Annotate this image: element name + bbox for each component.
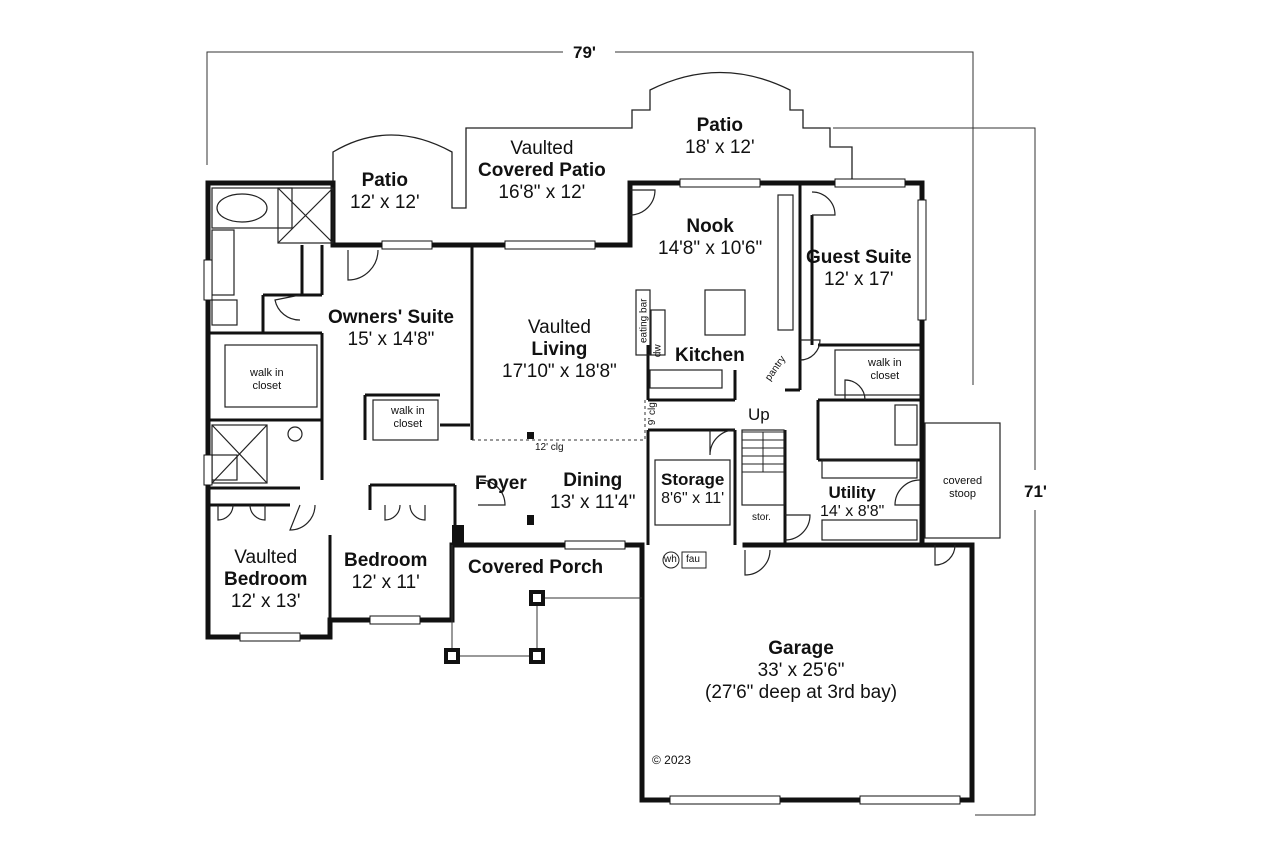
- room-owners-suite: Owners' Suite 15' x 14'8": [328, 307, 454, 350]
- note-stairs-up: Up: [748, 405, 770, 424]
- windows: [203, 178, 961, 805]
- room-patio-right: Patio 18' x 12': [685, 115, 755, 158]
- note-wh: wh: [664, 554, 677, 565]
- room-covered-porch: Covered Porch: [468, 557, 604, 578]
- room-foyer: Foyer: [475, 473, 527, 494]
- room-storage: Storage 8'6" x 11': [661, 470, 725, 507]
- room-guest-suite: Guest Suite 12' x 17': [806, 247, 912, 290]
- room-living: Vaulted Living 17'10" x 18'8": [502, 317, 617, 382]
- room-vaulted-bedroom: Vaulted Bedroom 12' x 13': [224, 547, 308, 612]
- note-stor: stor.: [752, 512, 771, 523]
- room-utility: Utility 14' x 8'8": [820, 483, 885, 520]
- copyright-text: © 2023: [652, 753, 691, 767]
- fixtures: [211, 187, 1001, 541]
- room-bedroom: Bedroom 12' x 11': [344, 550, 428, 593]
- note-ceiling-12: 12' clg: [535, 442, 564, 453]
- patio-outlines: [332, 71, 853, 245]
- interior-walls: [208, 183, 922, 637]
- note-eating-bar: eating bar: [638, 298, 650, 343]
- room-nook: Nook 14'8" x 10'6": [658, 216, 763, 259]
- note-dw: dw: [652, 344, 664, 358]
- mechanical: [662, 551, 707, 569]
- porch-columns: [444, 432, 642, 664]
- dimension-lines: [206, 51, 1036, 816]
- room-patio-left: Patio 12' x 12': [350, 170, 420, 213]
- room-garage: Garage 33' x 25'6" (27'6" deep at 3rd ba…: [705, 638, 898, 703]
- room-dining: Dining 13' x 11'4": [550, 470, 636, 513]
- depth-dimension: 71': [1024, 482, 1047, 501]
- stairs: [741, 431, 785, 473]
- width-dimension: 79': [573, 43, 596, 62]
- note-fau: fau: [686, 554, 700, 565]
- room-covered-patio: Vaulted Covered Patio 16'8" x 12': [478, 138, 606, 203]
- room-kitchen: Kitchen: [675, 345, 745, 366]
- ceiling-lines: [472, 400, 646, 441]
- note-ceiling-9: 9' clg: [646, 402, 658, 426]
- doors: [217, 189, 956, 576]
